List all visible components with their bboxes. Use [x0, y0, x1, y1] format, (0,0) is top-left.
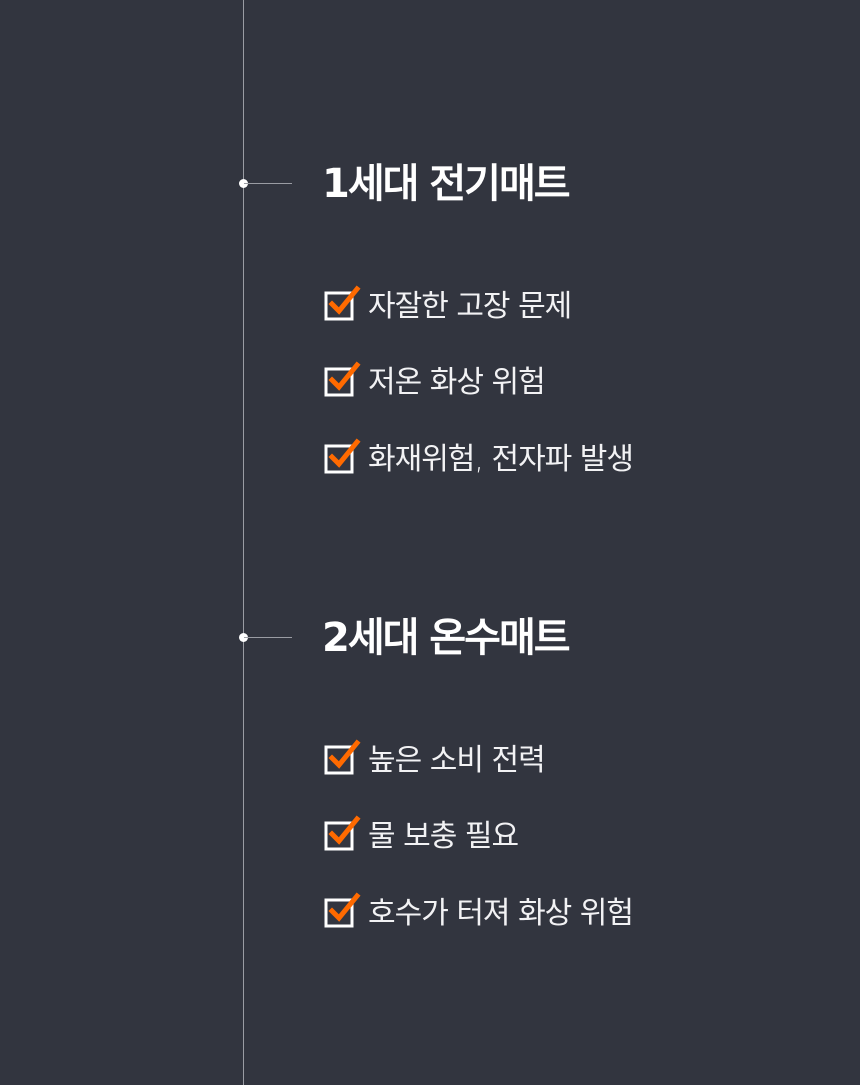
- list-item: 호수가 터져 화상 위험: [324, 890, 634, 931]
- list-item: 높은 소비 전력: [324, 737, 546, 778]
- section-title: 1세대 전기매트: [322, 161, 571, 207]
- list-item: 물 보충 필요: [324, 813, 519, 854]
- list-item-label: 저온 화상 위험: [368, 365, 546, 400]
- timeline-dot-icon: [239, 179, 248, 188]
- list-item-label: 호수가 터져 화상 위험: [368, 896, 634, 931]
- list-item: 화재위험, 전자파 발생: [324, 436, 634, 477]
- checkbox-checked-icon: [324, 815, 368, 851]
- list-item-label: 높은 소비 전력: [368, 743, 546, 778]
- list-item-label: 물 보충 필요: [368, 819, 519, 854]
- timeline-dot-icon: [239, 633, 248, 642]
- list-item-label: 자잘한 고장 문제: [368, 289, 572, 324]
- checkbox-checked-icon: [324, 438, 368, 474]
- list-item: 저온 화상 위험: [324, 359, 546, 400]
- timeline-connector: [244, 183, 292, 184]
- list-item: 자잘한 고장 문제: [324, 283, 572, 324]
- checkbox-checked-icon: [324, 285, 368, 321]
- checkbox-checked-icon: [324, 892, 368, 928]
- section-title: 2세대 온수매트: [322, 615, 571, 661]
- timeline-line: [243, 0, 244, 1085]
- list-item-label: 화재위험, 전자파 발생: [368, 442, 634, 477]
- checkbox-checked-icon: [324, 361, 368, 397]
- timeline-connector: [244, 637, 292, 638]
- checkbox-checked-icon: [324, 739, 368, 775]
